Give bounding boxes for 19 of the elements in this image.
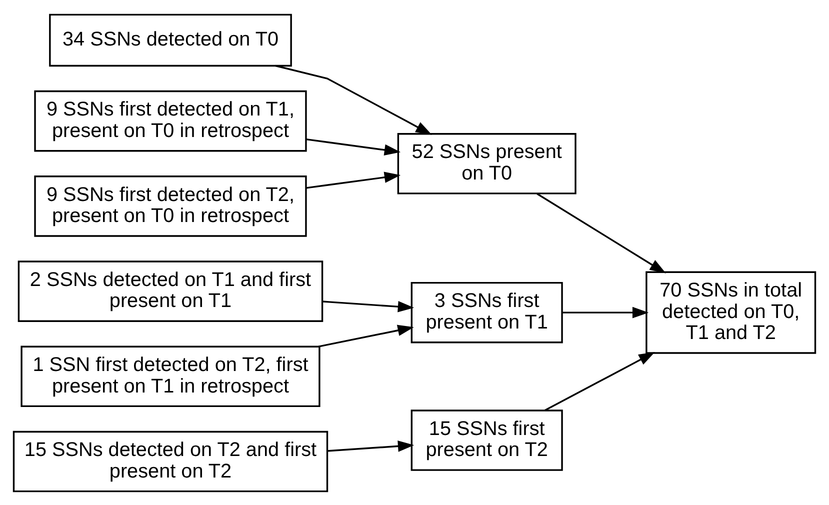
node-box: 3 SSNs first present on T1 — [410, 281, 563, 343]
node-box: 15 SSNs first present on T2 — [410, 409, 563, 470]
node-box: 9 SSNs first detected on T1, present on T0 in retrospect — [34, 90, 307, 152]
node-box: 52 SSNs present on T0 — [397, 132, 576, 194]
node-box: 1 SSN first detected on T2, first present on T1 in retrospect — [20, 345, 320, 407]
arrow — [318, 324, 414, 347]
arrow — [322, 300, 414, 312]
node-box: 2 SSNs detected on T1 and first present on T1 — [18, 260, 324, 322]
node-box: 34 SSNs detected on T0 — [49, 13, 292, 66]
arrow — [536, 192, 666, 273]
arrow — [306, 171, 401, 188]
arrow — [306, 138, 401, 156]
node-box: 15 SSNs detected on T2 and first present on T2 — [12, 430, 328, 492]
node-box: 9 SSNs first detected on T2, present on T0 in retrospect — [34, 175, 307, 236]
arrow — [562, 306, 649, 318]
node-box: 70 SSNs in total detected on T0, T1 and T2 — [646, 270, 816, 354]
arrow — [544, 352, 655, 411]
arrow — [275, 64, 432, 134]
arrow — [327, 440, 414, 452]
